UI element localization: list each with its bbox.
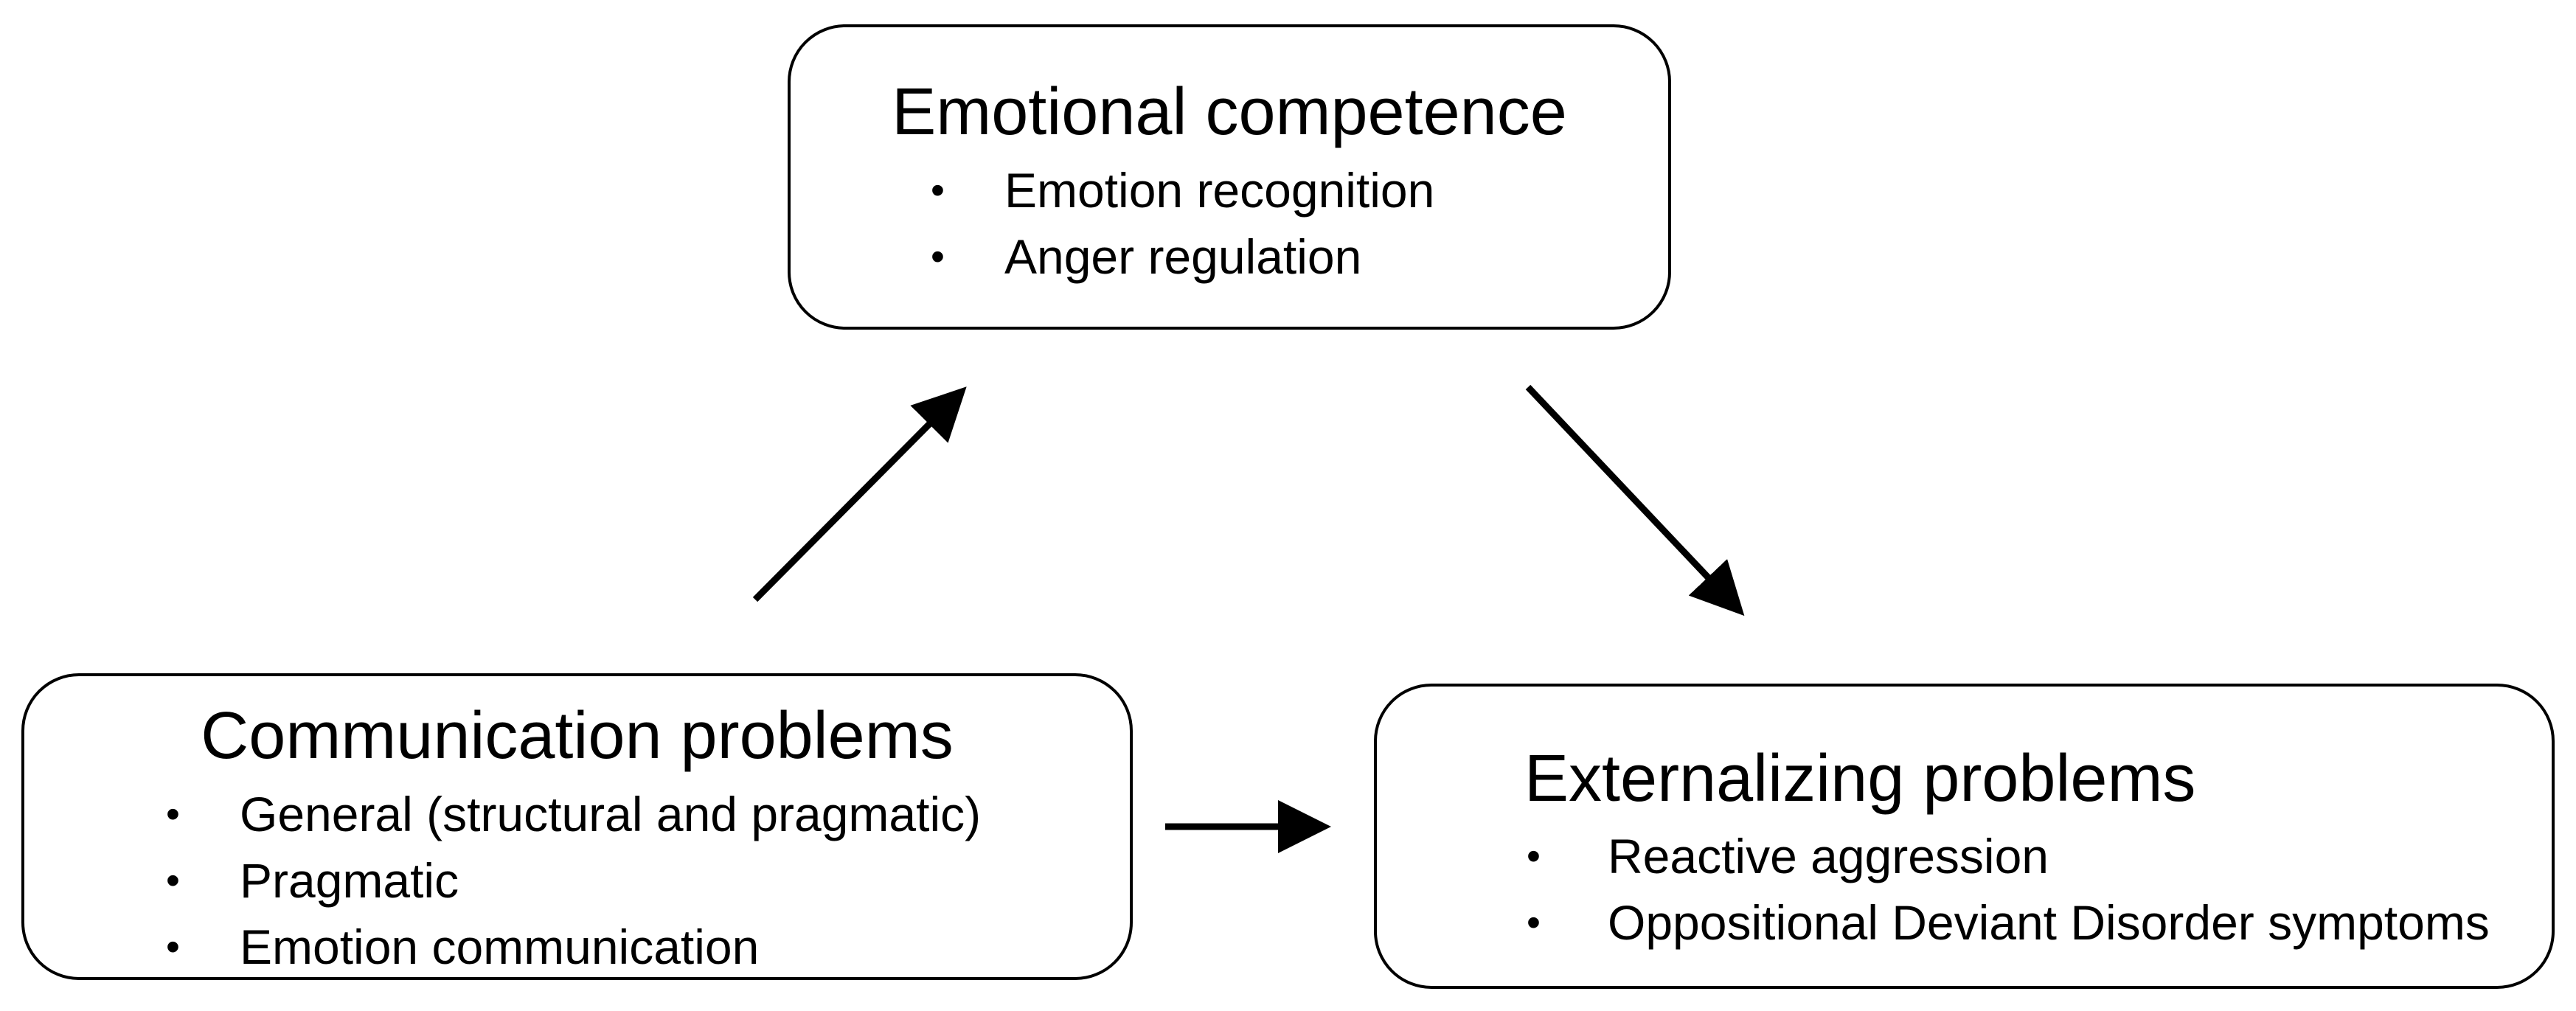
list-item: • Anger regulation <box>931 223 1434 290</box>
bullet-list-emotional-competence: • Emotion recognition • Anger regulation <box>931 157 1435 290</box>
list-item: • Emotion recognition <box>931 157 1435 223</box>
list-item: • General (structural and pragmatic) <box>166 781 982 847</box>
node-title-communication-problems: Communication problems <box>201 699 954 773</box>
list-item-label: Emotion communication <box>240 920 760 974</box>
bullet-icon: • <box>166 792 180 836</box>
list-item: • Oppositional Deviant Disorder symptoms <box>1527 889 2490 956</box>
node-communication-problems: Communication problems • General (struct… <box>21 673 1133 980</box>
list-item-label: Reactive aggression <box>1608 829 2049 883</box>
list-item: • Pragmatic <box>166 847 981 914</box>
bullet-icon: • <box>931 234 945 279</box>
list-item-label: General (structural and pragmatic) <box>240 787 982 841</box>
list-item-label: Oppositional Deviant Disorder symptoms <box>1608 895 2490 950</box>
list-item-label: Anger regulation <box>1004 229 1362 284</box>
bullet-list-externalizing-problems: • Reactive aggression • Oppositional Dev… <box>1527 823 2490 956</box>
arrow-emotional-to-externalizing <box>1525 384 1745 616</box>
node-title-emotional-competence: Emotional competence <box>892 75 1567 149</box>
node-externalizing-problems: Externalizing problems • Reactive aggres… <box>1374 684 2555 989</box>
list-item-label: Pragmatic <box>240 853 459 908</box>
arrow-communication-to-emotional <box>752 386 967 602</box>
node-emotional-competence: Emotional competence • Emotion recogniti… <box>788 24 1671 330</box>
list-item-label: Emotion recognition <box>1004 163 1435 218</box>
list-item: • Reactive aggression <box>1527 823 2490 889</box>
bullet-list-communication-problems: • General (structural and pragmatic) • P… <box>166 781 982 980</box>
list-item: • Emotion communication <box>166 914 981 980</box>
bullet-icon: • <box>166 858 180 903</box>
bullet-icon: • <box>931 168 945 212</box>
node-title-externalizing-problems: Externalizing problems <box>1524 742 2196 816</box>
bullet-icon: • <box>1527 900 1541 945</box>
bullet-icon: • <box>1527 834 1541 878</box>
bullet-icon: • <box>166 925 180 969</box>
